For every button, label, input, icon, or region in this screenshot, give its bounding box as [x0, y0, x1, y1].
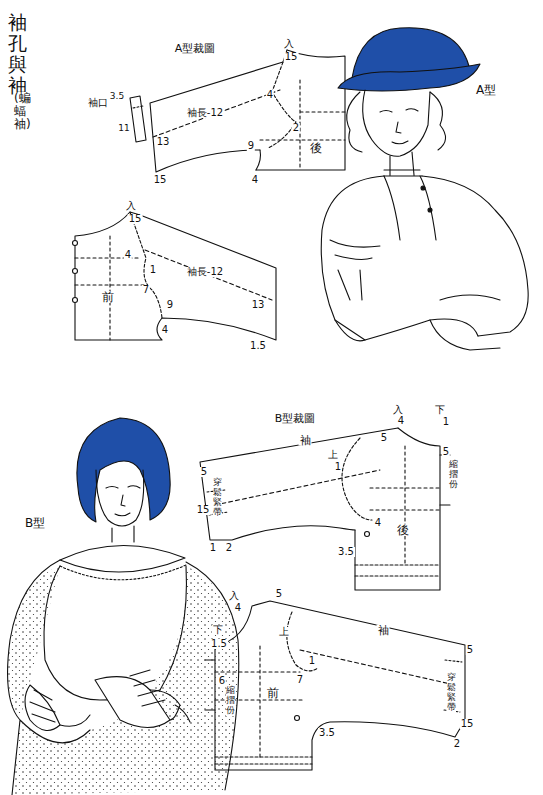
dimension-label: 1 [442, 417, 450, 427]
page-title: 袖孔與袖 [8, 12, 27, 96]
dimension-label: 5 [442, 447, 450, 457]
pattern-label: A型 [475, 84, 497, 96]
a-back-pattern [130, 50, 345, 172]
dimension-label: 1.5 [249, 341, 267, 351]
dimension-label: 11 [117, 124, 130, 133]
pattern-label: 前 [266, 687, 280, 699]
dimension-label: 4 [374, 518, 382, 528]
pattern-label: 後 [396, 524, 410, 536]
pattern-label: B型裁圖 [274, 413, 317, 424]
dimension-label: 15 [196, 505, 211, 515]
pattern-label: 入 [283, 39, 295, 49]
dimension-label: 4 [124, 250, 132, 260]
pattern-label: 下 [212, 625, 224, 635]
dimension-label: 4 [266, 90, 274, 100]
dimension-label: 1.5 [210, 639, 228, 649]
dimension-label: 4 [251, 175, 259, 185]
vertical-note: 縮摺份 [449, 460, 458, 490]
dimension-label: 15 [284, 52, 299, 62]
dimension-label: 4 [234, 603, 242, 613]
vertical-note: 縮摺份 [226, 686, 235, 716]
dimension-label: 6 [218, 676, 226, 686]
dimension-label: 15 [460, 719, 475, 729]
pattern-label: B型 [24, 517, 46, 529]
dimension-label: 4 [397, 416, 405, 426]
dimension-label: 15 [153, 175, 168, 185]
pattern-label: 入 [125, 201, 137, 211]
dimension-label: 5 [466, 645, 474, 655]
dimension-label: 1 [209, 543, 217, 553]
figure-a [321, 28, 528, 350]
pattern-label: 袖口 [87, 98, 109, 108]
pattern-label: 前 [101, 291, 115, 303]
vertical-note: 穿鬆緊帶 [213, 478, 222, 518]
dimension-label: 5 [275, 589, 283, 599]
dimension-label: 2 [225, 543, 233, 553]
pattern-label: 上 [327, 450, 339, 460]
b-back-pattern [200, 428, 450, 590]
dimension-label: 7 [296, 675, 304, 685]
pattern-label: 入 [228, 591, 240, 601]
dimension-label: 5 [200, 467, 208, 477]
pattern-label: 下 [434, 405, 446, 415]
dimension-label: 13 [156, 137, 171, 147]
pattern-label: 袖 [299, 435, 312, 446]
dimension-label: 9 [166, 300, 174, 310]
pattern-label: 後 [309, 142, 323, 154]
dimension-label: 4 [161, 325, 169, 335]
dimension-label: 袖長-12 [186, 267, 224, 277]
pattern-label: 袖 [377, 625, 390, 636]
dimension-label: 15 [128, 214, 143, 224]
pattern-label: A型裁圖 [174, 43, 217, 54]
pattern-label: 上 [278, 627, 290, 637]
dimension-label: 3.5 [337, 547, 355, 557]
dimension-label: 7 [142, 285, 150, 295]
dimension-label: 3.5 [109, 92, 125, 101]
dimension-label: 3.5 [318, 728, 336, 738]
dimension-label: 1 [334, 462, 342, 472]
dimension-label: 2 [453, 739, 461, 749]
dimension-label: 2 [292, 123, 300, 133]
dimension-label: 袖長-12 [186, 108, 224, 118]
dimension-label: 1 [308, 656, 316, 666]
a-front-pattern [73, 212, 277, 340]
dimension-label: 9 [247, 141, 255, 151]
dimension-label: 1 [149, 265, 157, 275]
vertical-note: 穿鬆緊帶 [447, 673, 456, 713]
pattern-label: 入 [392, 405, 404, 415]
dimension-label: 13 [251, 300, 266, 310]
figure-b [8, 418, 239, 795]
dimension-label: 5 [380, 433, 388, 443]
vertical-note: (蝙蝠袖) [14, 92, 26, 132]
b-front-pattern [205, 532, 465, 771]
